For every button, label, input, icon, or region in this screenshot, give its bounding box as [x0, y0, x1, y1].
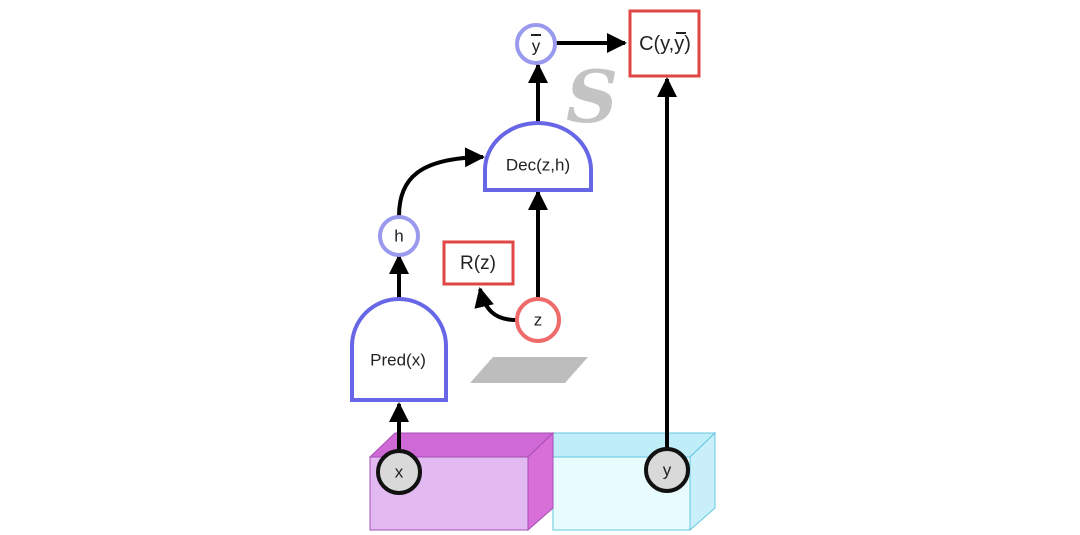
y-bar-circle: [515, 23, 557, 65]
arrow-z-to-reg: [474, 287, 517, 322]
x-label: x: [395, 462, 404, 481]
node-h: h: [378, 215, 420, 257]
cost-label: C(y,y): [639, 33, 691, 55]
h-circle: [378, 215, 420, 257]
z-circle: [515, 297, 561, 343]
y-circle: [644, 447, 690, 493]
cost-rect: [628, 9, 701, 78]
arrow-h-to-dec: [397, 147, 485, 217]
node-x: x: [376, 449, 422, 495]
cost-label-prefix: C(y,: [639, 33, 674, 55]
node-y-bar: y: [515, 23, 557, 65]
y-block-top: [528, 432, 717, 458]
cost-box: C(y,y): [628, 9, 701, 78]
predictor-module: Pred(x): [350, 297, 448, 402]
y-data-block: [528, 431, 717, 532]
regularizer-rect: [442, 240, 515, 286]
regularizer-box: R(z): [442, 240, 515, 286]
node-y: y: [644, 447, 690, 493]
y-label: y: [663, 460, 672, 479]
squiggle-glyph: S: [566, 54, 618, 139]
h-label: h: [394, 226, 403, 245]
decoder-shape: [483, 121, 593, 192]
node-z: z: [515, 297, 561, 343]
decoder-label: Dec(z,h): [506, 155, 570, 174]
predictor-label: Pred(x): [370, 350, 426, 369]
y-bar-label: y: [532, 36, 541, 55]
predictor-shape: [350, 297, 448, 402]
cost-label-ybar: y: [674, 33, 684, 55]
decoder-module: Dec(z,h): [483, 121, 593, 192]
z-label: z: [534, 310, 543, 329]
cost-label-suffix: ): [684, 33, 691, 55]
x-circle: [376, 449, 422, 495]
regularizer-label: R(z): [460, 253, 496, 274]
latent-plane-shape: [470, 357, 588, 383]
